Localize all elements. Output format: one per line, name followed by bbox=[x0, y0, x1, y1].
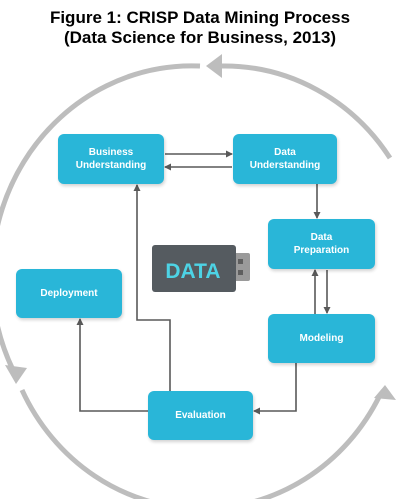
cycle-arc-left bbox=[0, 63, 201, 372]
cycle-arc-top bbox=[221, 63, 393, 160]
node-data-understanding: Data Understanding bbox=[233, 134, 337, 184]
node-modeling-label: Modeling bbox=[299, 333, 344, 344]
node-evaluation-label: Evaluation bbox=[175, 410, 226, 421]
node-business-understanding: Business Understanding bbox=[58, 134, 164, 184]
node-modeling: Modeling bbox=[268, 314, 375, 363]
arrow-modeling-to-evaluation bbox=[253, 363, 297, 415]
node-deployment-label: Deployment bbox=[40, 288, 98, 299]
arrow-evaluation-to-business bbox=[133, 184, 171, 392]
cycle-arrowhead-left bbox=[5, 365, 27, 384]
node-business-understanding-label: Business Understanding bbox=[75, 147, 147, 171]
usb-drive-label: DATA bbox=[165, 260, 220, 283]
arrow-evaluation-to-deployment bbox=[76, 318, 149, 412]
flow-arrows bbox=[76, 150, 331, 415]
node-deployment: Deployment bbox=[16, 269, 122, 318]
usb-drive-icon: DATA bbox=[152, 245, 250, 292]
cycle-arc-bottom bbox=[19, 388, 383, 499]
node-evaluation: Evaluation bbox=[148, 391, 253, 440]
cycle-ring bbox=[0, 54, 396, 499]
node-data-preparation: Data Preparation bbox=[268, 219, 375, 269]
figure-title: Figure 1: CRISP Data Mining Process bbox=[49, 8, 351, 27]
cycle-arrowhead-top bbox=[206, 54, 222, 78]
figure-subtitle: (Data Science for Business, 2013) bbox=[63, 28, 337, 47]
node-data-understanding-label: Data Understanding bbox=[249, 147, 321, 171]
node-data-preparation-label: Data Preparation bbox=[293, 232, 350, 256]
cycle-arrowhead-right bbox=[374, 385, 396, 400]
